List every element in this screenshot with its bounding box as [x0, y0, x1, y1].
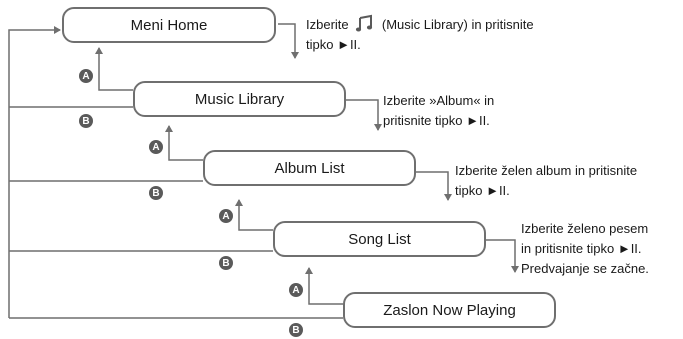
badge-b-albums: B	[149, 186, 163, 200]
back-arrow-library	[95, 47, 133, 91]
music-note-icon	[356, 14, 373, 32]
home-instruction-line1b: (Music Library) in pritisnite	[381, 17, 534, 32]
now-playing-box: Zaslon Now Playing	[343, 292, 556, 328]
music-library-box: Music Library	[133, 81, 346, 117]
forward-arrow-songs	[486, 239, 519, 273]
library-instruction: Izberite »Album« in pritisnite tipko ►II…	[383, 91, 494, 131]
home-instruction: Izberite (Music Library) in pritisnite t…	[306, 14, 534, 55]
home-menu-label: Meni Home	[130, 16, 208, 34]
home-menu-box: Meni Home	[62, 7, 276, 43]
songs-instruction-line2: in pritisnite tipko ►II.	[521, 241, 642, 256]
forward-arrow-library	[346, 99, 382, 131]
badge-b-songs: B	[219, 256, 233, 270]
return-to-home-arrow	[8, 26, 61, 318]
home-instruction-line2: tipko ►II.	[306, 37, 361, 52]
song-list-box: Song List	[273, 221, 486, 257]
albums-instruction-line2: tipko ►II.	[455, 183, 510, 198]
badge-b-library: B	[79, 114, 93, 128]
song-list-label: Song List	[348, 230, 411, 248]
songs-instruction-line1: Izberite želeno pesem	[521, 221, 649, 236]
badge-a-songs: A	[219, 209, 233, 223]
badge-a-nowplaying: A	[289, 283, 303, 297]
library-instruction-line2: pritisnite tipko ►II.	[383, 113, 490, 128]
forward-arrow-home	[278, 23, 299, 59]
songs-instruction: Izberite želeno pesem in pritisnite tipk…	[521, 219, 649, 279]
back-arrow-albums	[165, 125, 203, 161]
badge-a-library: A	[79, 69, 93, 83]
albums-instruction-line1: Izberite želen album in pritisnite	[455, 163, 638, 178]
home-instruction-line1a: Izberite	[306, 17, 349, 32]
back-arrow-songs	[235, 199, 273, 231]
now-playing-label: Zaslon Now Playing	[383, 301, 516, 319]
back-arrow-nowplaying	[305, 267, 343, 305]
badge-a-albums: A	[149, 140, 163, 154]
music-library-label: Music Library	[194, 90, 285, 108]
songs-instruction-line3: Predvajanje se začne.	[521, 261, 649, 276]
albums-instruction: Izberite želen album in pritisnite tipko…	[455, 161, 637, 201]
album-list-box: Album List	[203, 150, 416, 186]
forward-arrow-albums	[416, 171, 452, 201]
library-instruction-line1: Izberite »Album« in	[383, 93, 495, 108]
badge-b-nowplaying: B	[289, 323, 303, 337]
album-list-label: Album List	[274, 159, 345, 177]
